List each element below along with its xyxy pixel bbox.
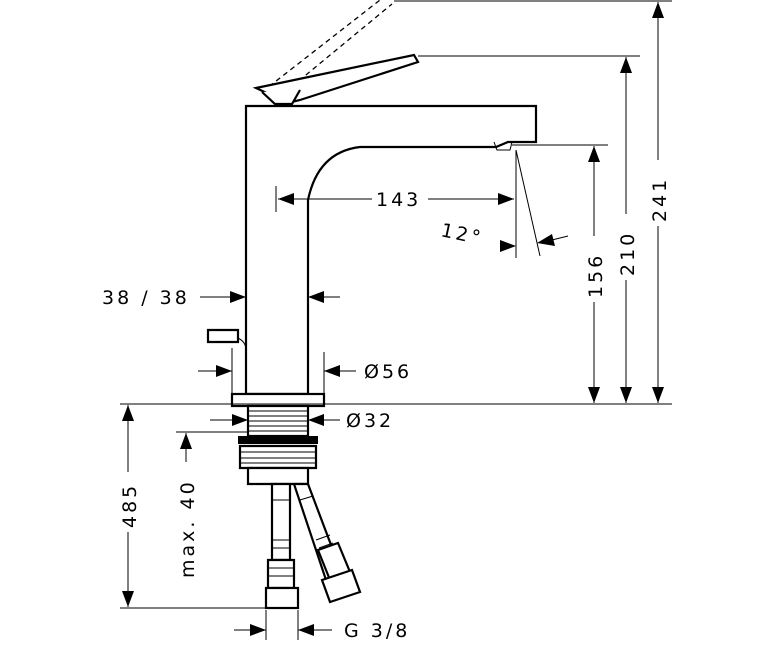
lever-hub: [261, 89, 301, 106]
label-body-width: 38 / 38: [102, 287, 190, 309]
popup-rod: [206, 328, 240, 344]
label-base-diameter: Ø56: [364, 361, 412, 383]
lower-fitting: [246, 466, 310, 486]
label-overall-height: 241: [649, 177, 671, 222]
hose-straight-fitting: [266, 558, 296, 590]
label-spout-reach: 143: [376, 189, 421, 211]
lever-open-position: [261, 0, 393, 99]
hose-angled-crimp: [299, 495, 334, 549]
label-outlet-angle: 12°: [439, 219, 485, 249]
spout-nozzle: [493, 141, 513, 151]
dimension-labels: 241 210 156 143 12° 38 / 38 Ø56 Ø32 485 …: [102, 160, 671, 642]
popup-rod-link: [237, 337, 247, 351]
faucet-body: [244, 104, 538, 396]
hose-straight-nut: [264, 586, 300, 610]
label-max-deck-thickness: max. 40: [177, 479, 199, 578]
extension-lines: [120, 0, 672, 640]
label-shank-diameter: Ø32: [346, 410, 394, 432]
label-spout-height: 210: [617, 231, 639, 276]
hose-straight: [270, 482, 292, 562]
mounting-nut: [238, 444, 318, 470]
label-hose-length: 485: [119, 483, 141, 528]
label-connection-thread: G 3/8: [344, 620, 410, 642]
faucet-outline: [206, 0, 538, 610]
shank-threads: [248, 410, 308, 432]
hose-straight-crimp: [272, 499, 290, 549]
gasket: [238, 436, 318, 444]
dimension-lines: [122, 2, 664, 636]
hose-angled-nut: [320, 568, 362, 604]
label-outlet-height: 156: [585, 253, 607, 298]
